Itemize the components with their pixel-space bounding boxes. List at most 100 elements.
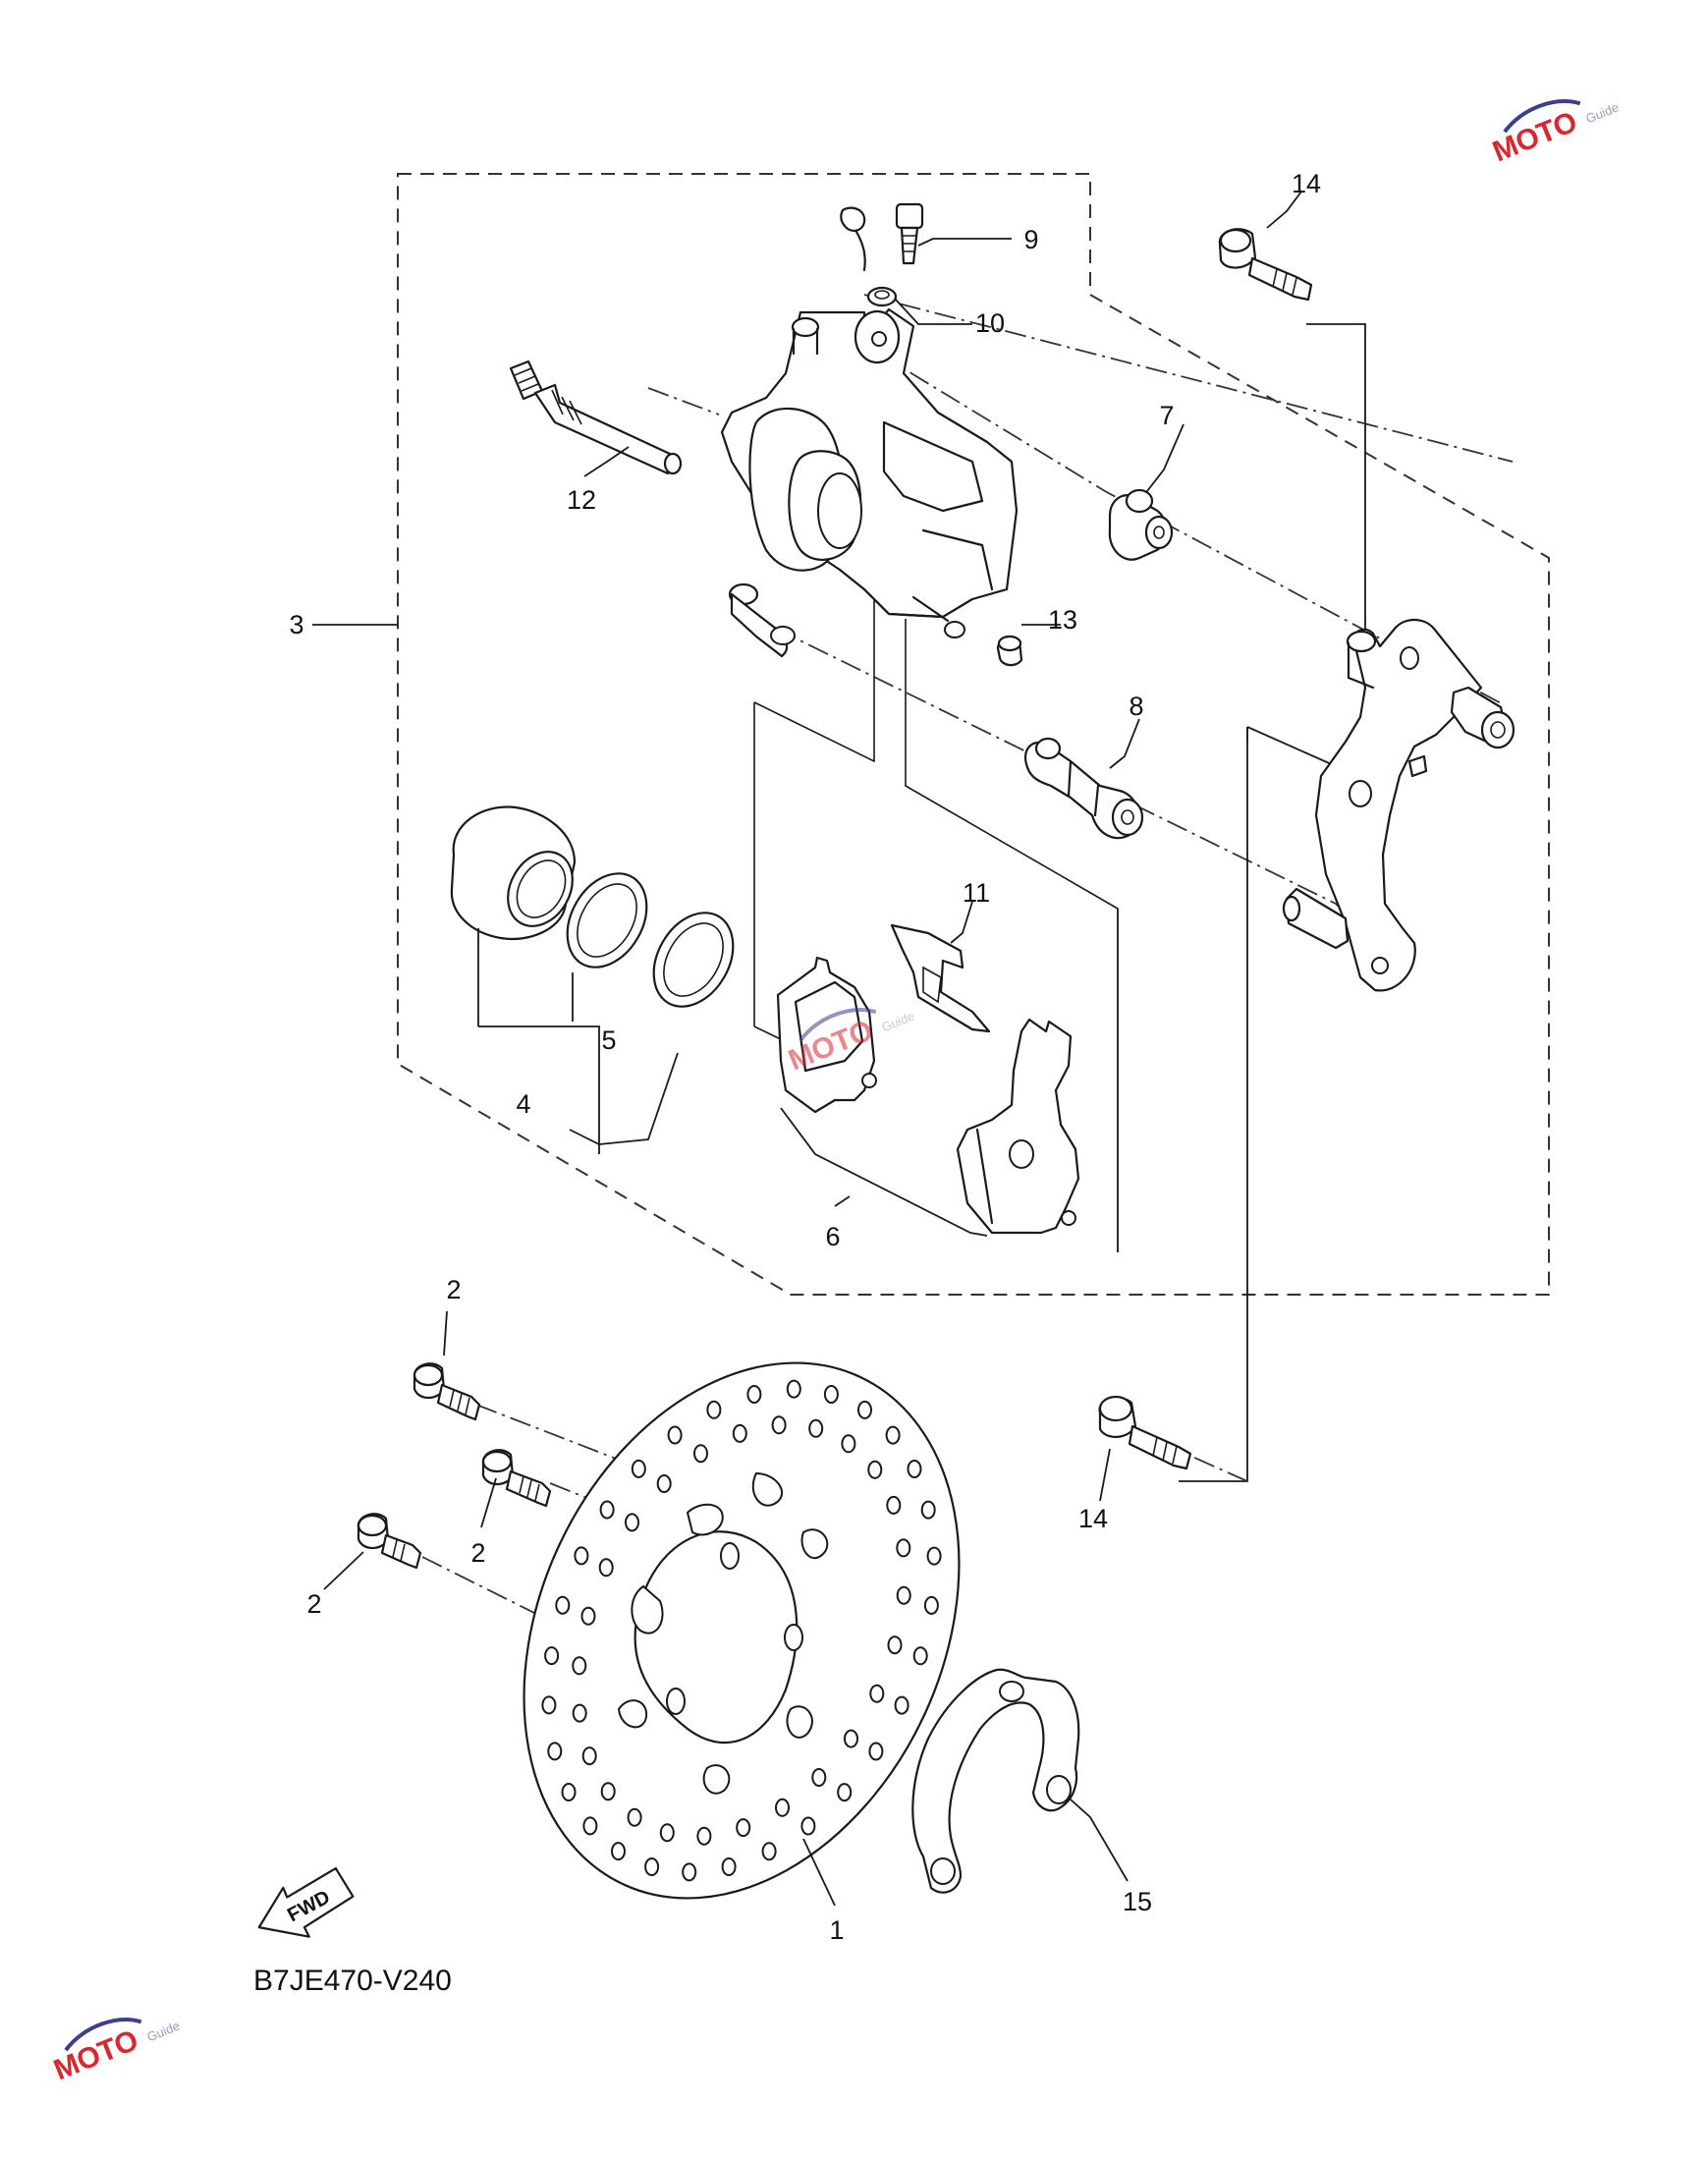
- disc-hub: [617, 1471, 829, 1795]
- disc-hole: [631, 1459, 646, 1478]
- disc-hole: [547, 1742, 563, 1761]
- pin-boot-8: [1023, 737, 1144, 840]
- disc-hole: [868, 1742, 884, 1761]
- disc-hole: [582, 1816, 598, 1836]
- fwd-arrow-icon: FWD: [257, 1866, 355, 1938]
- callout-11: 11: [963, 878, 990, 908]
- disc-hole: [732, 1423, 747, 1443]
- disc-hole: [886, 1495, 902, 1515]
- disc-hole: [912, 1646, 928, 1666]
- brake-pad-inner: [776, 956, 877, 1114]
- watermark-sub: Guide: [879, 1009, 916, 1035]
- disc-hole: [598, 1558, 614, 1578]
- disc-hole: [841, 1434, 856, 1454]
- disc-hole: [771, 1415, 787, 1435]
- disc-hole: [885, 1425, 901, 1445]
- disc-hole: [580, 1606, 596, 1626]
- caliper-bracket: [1282, 618, 1515, 992]
- callout-2-left: 2: [306, 1589, 321, 1619]
- disc-hole: [896, 1585, 911, 1605]
- disc-hole: [786, 1379, 801, 1399]
- disc-retainer: [911, 1668, 1080, 1894]
- disc-hole: [811, 1768, 827, 1787]
- callout-13: 13: [1048, 605, 1077, 635]
- disc-hole: [894, 1695, 909, 1715]
- brake-pad-outer: [956, 1018, 1080, 1235]
- disc-hole: [808, 1418, 824, 1438]
- disc-hole: [761, 1842, 777, 1861]
- disc-hole: [667, 1425, 683, 1445]
- callout-2-middle: 2: [470, 1538, 485, 1568]
- callout-2-top: 2: [446, 1275, 461, 1304]
- callout-10: 10: [975, 308, 1005, 338]
- disc-vent-holes: [541, 1379, 942, 1882]
- caliper-assembly-outline: [397, 173, 1550, 1296]
- disc-hole: [625, 1513, 639, 1532]
- callout-14-bottom: 14: [1078, 1504, 1108, 1533]
- watermark-logo: MOTO: [1488, 105, 1581, 168]
- bracket-bolt-top: [1218, 228, 1313, 302]
- callout-labels: 9 10 7 13 8 11 12 14 14 3 4 5 6 2 2 2 1 …: [289, 169, 1321, 1945]
- callout-6: 6: [825, 1222, 840, 1251]
- disc-bolt-3: [357, 1513, 422, 1570]
- disc-hole: [572, 1703, 587, 1723]
- disc-hole: [775, 1798, 790, 1817]
- disc-hole: [600, 1782, 616, 1801]
- disc-hole: [907, 1460, 922, 1478]
- watermark-top-right: MOTO Guide: [1488, 99, 1621, 168]
- slide-pin: [509, 360, 683, 475]
- watermark-bottom-left: MOTO Guide: [49, 2018, 182, 2086]
- disc-bolt-1: [413, 1362, 481, 1421]
- watermark-logo: MOTO: [49, 2023, 142, 2086]
- disc-hole: [659, 1823, 675, 1843]
- callout-4: 4: [516, 1089, 530, 1119]
- callout-3: 3: [289, 610, 303, 639]
- leader-lines: [312, 191, 1302, 1907]
- callout-14-top: 14: [1292, 169, 1321, 198]
- disc-hole: [896, 1538, 911, 1558]
- disc-hole: [887, 1635, 903, 1655]
- disc-hole: [706, 1400, 722, 1419]
- diagram-code: B7JE470-V240: [253, 1965, 452, 1997]
- disc-hole: [721, 1857, 737, 1876]
- disc-hole: [572, 1656, 587, 1676]
- disc-hole: [541, 1695, 557, 1715]
- disc-hole: [844, 1729, 858, 1748]
- callout-9: 9: [1023, 225, 1038, 254]
- disc-bolt-2: [481, 1449, 552, 1508]
- callout-1: 1: [829, 1915, 844, 1945]
- disc-hole: [867, 1460, 883, 1479]
- disc-hole: [682, 1862, 697, 1882]
- callout-5: 5: [601, 1025, 616, 1055]
- piston-seals: [566, 872, 735, 1008]
- caliper-body: [720, 307, 1019, 658]
- disc-hole: [693, 1444, 708, 1464]
- callout-12: 12: [567, 485, 596, 515]
- disc-hole: [599, 1500, 615, 1520]
- disc-hole: [656, 1474, 672, 1493]
- disc-hole: [920, 1500, 936, 1520]
- callout-15: 15: [1123, 1887, 1152, 1916]
- disc-hole: [611, 1842, 626, 1861]
- disc-hole: [555, 1595, 571, 1615]
- disc-hole: [644, 1857, 660, 1876]
- disc-hole: [800, 1816, 816, 1836]
- disc-hole: [627, 1807, 642, 1827]
- pad-spring: [890, 923, 991, 1033]
- bush-13: [996, 635, 1023, 667]
- brake-disc[interactable]: [441, 1292, 1042, 1969]
- bleed-screw: [840, 202, 924, 272]
- disc-hole: [869, 1684, 885, 1703]
- disc-hole: [857, 1400, 872, 1419]
- disc-hole: [837, 1783, 853, 1802]
- disc-hole: [736, 1818, 751, 1838]
- pin-boot-7: [1108, 488, 1174, 561]
- bracket-bolt-bottom: [1098, 1395, 1192, 1470]
- piston: [450, 805, 577, 941]
- callout-8: 8: [1129, 692, 1143, 721]
- disc-hole: [746, 1385, 762, 1404]
- disc-hole: [581, 1746, 597, 1766]
- disc-hole: [823, 1385, 839, 1404]
- disc-hole: [923, 1595, 939, 1615]
